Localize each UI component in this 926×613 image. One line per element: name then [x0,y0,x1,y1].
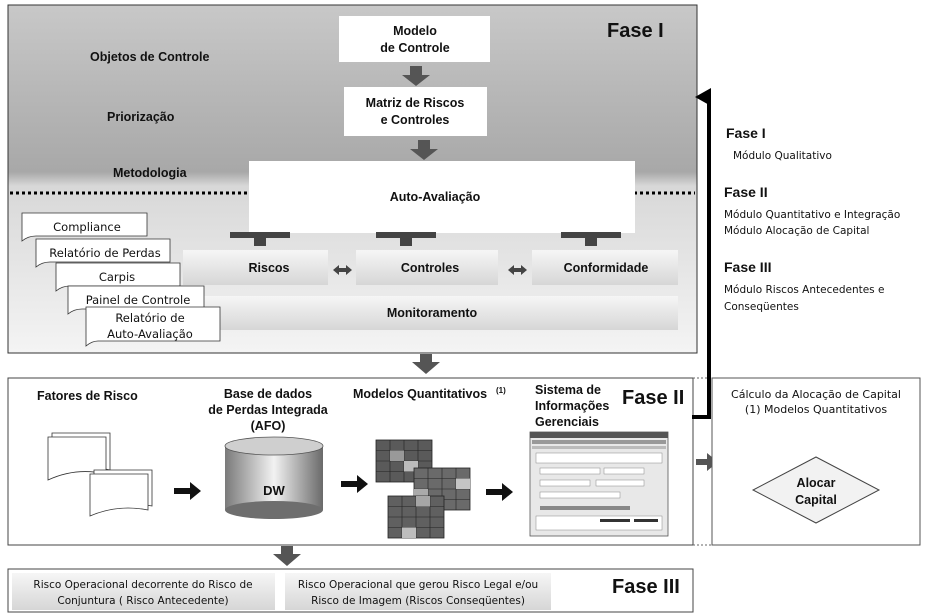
mis-screen-thumbnail-icon [529,431,669,537]
controls-box [356,250,498,285]
matrix-box [344,87,487,136]
model-box-line2: de Controle [380,41,449,55]
antecedent-line1: Risco Operacional decorrente do Risco de [33,579,252,591]
quant-models-footnote: (1) [496,386,506,395]
controls-label: Controles [401,261,459,275]
document-icon [89,473,149,517]
legend-phase3-desc2: Conseqüentes [724,301,799,313]
arrow-right-icon [341,475,368,493]
document-carpis: Carpis [99,270,135,284]
consequent-risk-box [285,573,551,610]
arrow-down-icon [402,66,430,86]
capital-allocation-box: Cálculo da Alocação de Capital (1) Model… [711,377,921,546]
row-label-prioritization: Priorização [107,110,175,124]
arrow-right-icon [174,482,201,500]
consequent-line1: Risco Operacional que gerou Risco Legal … [298,579,538,591]
arrow-left-icon [695,88,711,106]
mis-title-line2: Informações [535,399,609,413]
connector-tee-icon [561,232,621,246]
connector-tee-icon [230,232,290,246]
database-title-line2: de Perdas Integrada [208,403,329,417]
model-box [339,16,490,62]
documents-stack: Compliance Relatório de Perdas Carpis Pa… [21,212,221,347]
antecedent-risk-box [12,573,275,610]
risks-box [183,250,328,285]
mis-title-line3: Gerenciais [535,415,599,429]
legend-phase2-title: Fase II [724,184,768,200]
database-title-line3: (AFO) [251,419,286,433]
legend-phase1-desc: Módulo Qualitativo [733,150,832,162]
row-label-objects: Objetos de Controle [90,50,210,64]
document-loss-report: Relatório de Perdas [49,246,160,260]
phase1-panel: Fase I Objetos de Controle Priorização M… [7,4,698,354]
matrix-box-line1: Matriz de Riscos [366,96,465,110]
risk-factor-documents [47,432,153,517]
risks-label: Riscos [249,261,290,275]
double-arrow-icon [333,265,352,275]
legend-phase3-title: Fase III [724,259,771,275]
legend-phase1-title: Fase I [726,125,766,141]
arrow-down-icon [273,546,301,566]
phase2-label: Fase II [622,387,684,409]
document-control-panel: Painel de Controle [86,293,191,307]
phase-legend: Fase I Módulo Qualitativo Fase II Módulo… [724,125,900,313]
model-box-line1: Modelo [393,24,437,38]
monitoring-label: Monitoramento [387,306,478,320]
legend-phase2-desc1: Módulo Quantitativo e Integração [724,209,900,221]
self-assessment-box [249,161,635,233]
risk-factors-title: Fatores de Risco [37,389,138,403]
document-compliance: Compliance [53,220,121,234]
diamond-line1: Alocar [797,476,836,490]
phase3-panel: Fase III Risco Operacional decorrente do… [7,568,694,613]
arrow-right-icon [486,483,513,501]
phase3-label: Fase III [612,576,680,598]
mis-title-line1: Sistema de [535,383,601,397]
database-cylinder-icon: DW [224,436,324,519]
compliance-label: Conformidade [564,261,649,275]
document-self-assessment-line1: Relatório de [115,311,184,325]
arrow-down-icon [410,140,438,160]
capital-title: Cálculo da Alocação de Capital [731,388,901,401]
antecedent-line2: Conjuntura ( Risco Antecedente) [57,595,228,607]
document-self-assessment-line2: Auto-Avaliação [107,327,193,341]
double-arrow-icon [508,265,527,275]
document-icon [35,238,171,268]
data-cubes-icon [375,439,471,539]
quant-models-title: Modelos Quantitativos [353,387,487,401]
consequent-line2: Risco de Imagem (Riscos Conseqüentes) [311,595,525,607]
phase1-label: Fase I [607,20,664,42]
dw-label: DW [263,483,285,498]
decision-diamond-icon [751,456,881,524]
matrix-box-line2: e Controles [381,113,450,127]
document-icon [85,306,221,347]
compliance-box [532,250,678,285]
diamond-line2: Capital [795,493,837,507]
capital-subtitle: (1) Modelos Quantitativos [745,403,887,416]
legend-phase3-desc1: Módulo Riscos Antecedentes e [724,284,884,296]
document-icon [21,212,148,242]
arrow-down-icon [412,354,440,374]
database-title-line1: Base de dados [224,387,312,401]
connector-tee-icon [376,232,436,246]
self-assessment-label: Auto-Avaliação [390,190,481,204]
monitoring-box [185,296,678,330]
legend-phase2-desc2: Módulo Alocação de Capital [724,225,869,237]
row-label-methodology: Metodologia [113,166,188,180]
phase2-panel: Fase II Fatores de Risco Base de dados d… [7,377,694,546]
